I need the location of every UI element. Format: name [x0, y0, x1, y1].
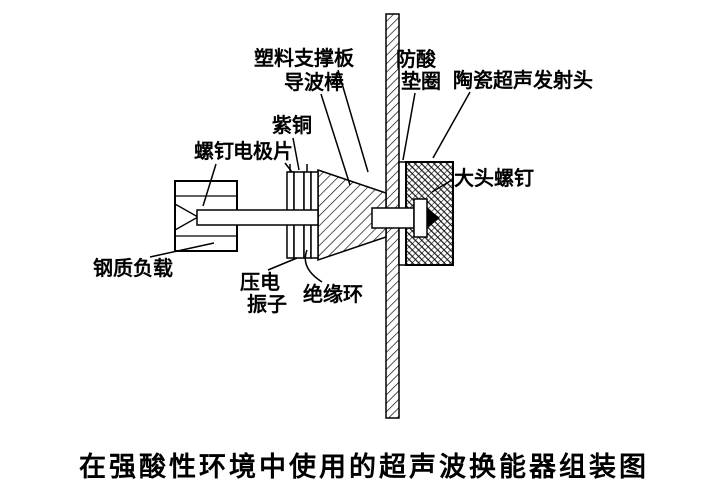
- leader-screw: [202, 163, 217, 207]
- center-bolt-rod-shape: [196, 209, 319, 226]
- label-waveguide-rod: 导波棒: [284, 70, 345, 94]
- label-vibrator: 振子: [247, 293, 287, 316]
- label-plastic-support-plate: 塑料支撑板: [254, 46, 355, 70]
- label-insulating-ring: 绝缘环: [303, 282, 363, 306]
- label-electrode-sheet: 电极片: [233, 139, 293, 163]
- transducer-assembly-diagram: 螺钉 紫铜 电极片 塑料支撑板 导波棒 防酸 垫圈 陶瓷超声发射头 大头螺钉 钢…: [93, 13, 593, 419]
- big-head-screw-shape: [371, 198, 440, 238]
- leader-copper: [292, 137, 300, 171]
- leader-electrode: [284, 162, 293, 173]
- leader-piezo: [267, 257, 298, 271]
- leader-waveguide: [320, 93, 351, 186]
- leader-support-plate: [337, 69, 369, 173]
- label-acid-proof: 防酸: [396, 47, 437, 71]
- leader-ceramic: [432, 91, 471, 159]
- label-screw: 螺钉: [194, 139, 234, 163]
- label-ceramic-emitter-head: 陶瓷超声发射头: [453, 68, 593, 92]
- label-copper: 紫铜: [272, 113, 312, 137]
- label-gasket: 垫圈: [401, 69, 441, 93]
- label-big-head-screw: 大头螺钉: [454, 166, 534, 190]
- label-piezo: 压电: [240, 271, 280, 294]
- leader-steel-load: [149, 242, 215, 258]
- leader-big-head-screw: [431, 179, 453, 193]
- label-steel-load: 钢质负载: [93, 256, 173, 280]
- leader-insulating-ring: [304, 249, 323, 283]
- leader-lines: [149, 69, 471, 283]
- leader-gasket: [402, 92, 416, 161]
- diagram-caption: 在强酸性环境中使用的超声波换能器组装图: [79, 452, 649, 482]
